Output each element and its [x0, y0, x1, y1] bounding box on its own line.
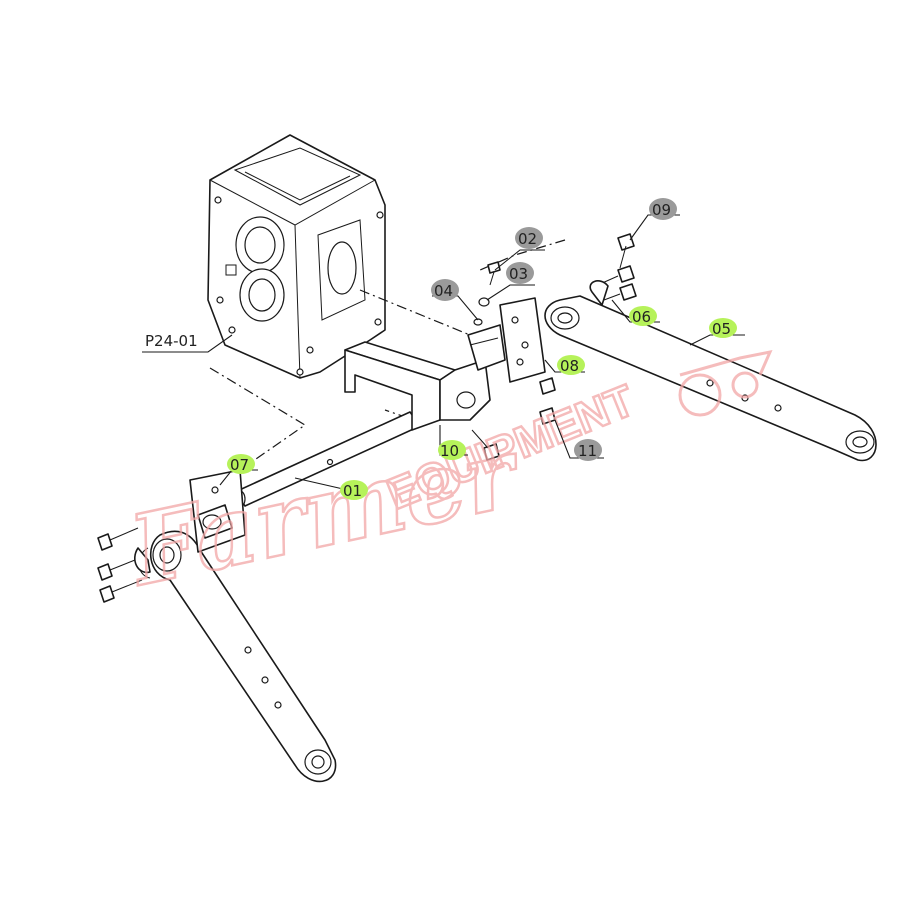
callout-04: 04	[431, 279, 459, 301]
side-plate-right	[499, 297, 546, 383]
svg-text:06: 06	[632, 308, 651, 326]
watermark-wheel-small	[731, 371, 759, 399]
bolt	[97, 527, 139, 551]
svg-text:09: 09	[652, 201, 671, 219]
lynch-pin	[134, 547, 151, 574]
bracket-plate-left	[189, 469, 246, 553]
svg-text:02: 02	[518, 230, 537, 248]
nut-04	[473, 318, 483, 326]
svg-text:04: 04	[434, 282, 453, 300]
callout-labels: P24-01 01 02 03 04 05 06 07	[145, 198, 737, 500]
label-p24-01: P24-01	[145, 332, 198, 350]
callout-05: 05	[709, 318, 737, 338]
watermark-tractor	[679, 349, 773, 377]
bolt-09	[617, 233, 635, 269]
svg-text:03: 03	[509, 265, 528, 283]
bolt	[97, 557, 141, 581]
callout-07: 07	[227, 454, 255, 474]
transmission-housing	[207, 134, 386, 379]
bolt-group-right	[471, 233, 637, 461]
callout-01: 01	[340, 480, 368, 500]
center-frame	[344, 324, 506, 431]
callout-08: 08	[557, 355, 585, 375]
callout-03: 03	[506, 262, 534, 284]
callout-06: 06	[629, 306, 657, 326]
bolt	[539, 377, 556, 395]
svg-text:11: 11	[578, 442, 597, 460]
svg-text:08: 08	[560, 357, 579, 375]
svg-text:05: 05	[712, 320, 731, 338]
bolt-group-left	[97, 527, 151, 603]
lower-link-left	[138, 530, 337, 783]
bolt	[599, 265, 635, 285]
lynch-pin-right	[589, 280, 609, 306]
callout-10: 10	[438, 440, 466, 460]
svg-text:01: 01	[343, 482, 362, 500]
bolt-02	[487, 261, 501, 286]
svg-text:07: 07	[230, 456, 249, 474]
bolt	[471, 429, 500, 461]
callout-02: 02	[515, 227, 543, 249]
callout-11: 11	[574, 439, 602, 461]
svg-text:10: 10	[440, 442, 459, 460]
bolt	[603, 283, 637, 301]
watermark-wheel	[678, 373, 722, 417]
callout-09: 09	[649, 198, 677, 220]
washer-03	[478, 297, 490, 307]
bolt	[99, 579, 143, 603]
